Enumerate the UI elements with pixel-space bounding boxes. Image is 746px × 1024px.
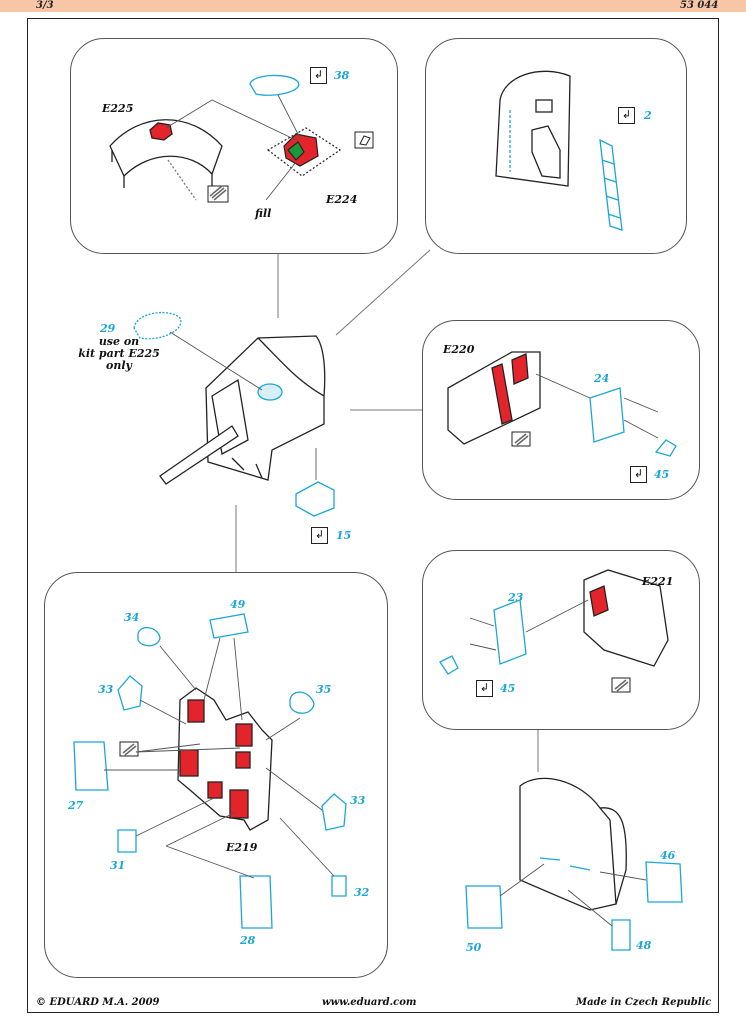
part-number-2: 2 xyxy=(644,109,652,122)
part-number-48: 48 xyxy=(636,939,652,952)
part-number-31: 31 xyxy=(110,859,126,872)
periscope-drawing xyxy=(266,127,342,177)
footer-copyright: © EDUARD M.A. 2009 xyxy=(36,997,160,1008)
side-plate-e220-drawing xyxy=(447,351,541,445)
part-number-50: 50 xyxy=(466,941,482,954)
part-number-27: 27 xyxy=(68,799,84,812)
label-e224: E224 xyxy=(326,193,358,206)
usage-note: use on kit part E225 only xyxy=(78,335,160,372)
part-number-46: 46 xyxy=(660,849,676,862)
part-number-33: 33 xyxy=(98,683,114,696)
part-number-38: 38 xyxy=(334,69,350,82)
etch-part-48 xyxy=(611,919,631,951)
turret-side-drawing xyxy=(495,70,571,187)
bend-arrow-icon: ↲ xyxy=(630,466,647,483)
etch-part-31 xyxy=(117,829,137,853)
sand-icon xyxy=(119,741,139,757)
part-number-24: 24 xyxy=(594,372,610,385)
part-number-15: 15 xyxy=(336,529,352,542)
etch-part-27 xyxy=(73,741,109,791)
etch-part-32 xyxy=(331,875,347,897)
turret-main-drawing xyxy=(159,335,326,485)
label-e220: E220 xyxy=(443,343,475,356)
header-bar xyxy=(0,0,746,12)
bend-arrow-icon: ↲ xyxy=(476,680,493,697)
etch-part-35 xyxy=(289,691,315,714)
bend-arrow-icon: ↲ xyxy=(311,527,328,544)
sand-icon xyxy=(611,677,631,693)
footer-website[interactable]: www.eduard.com xyxy=(322,997,417,1008)
page-number: 3/3 xyxy=(36,0,54,11)
hatch-cover-drawing xyxy=(109,119,223,201)
part-number-45: 45 xyxy=(500,682,516,695)
etch-part-49 xyxy=(209,613,249,639)
etch-part-46 xyxy=(645,861,683,903)
part-number-49: 49 xyxy=(230,598,246,611)
product-code: 53 044 xyxy=(680,0,719,11)
etch-part-50 xyxy=(465,885,503,929)
etch-part-38 xyxy=(249,74,300,96)
etch-part-28 xyxy=(239,875,273,929)
etch-part-29 xyxy=(133,311,182,340)
part-number-45: 45 xyxy=(654,468,670,481)
sand-icon xyxy=(207,185,229,203)
etch-ladder-2 xyxy=(599,138,623,231)
bend-arrow-icon: ↲ xyxy=(618,107,635,124)
sand-icon xyxy=(511,431,531,447)
part-number-23: 23 xyxy=(508,591,524,604)
label-fill: fill xyxy=(255,207,272,220)
label-e225: E225 xyxy=(102,102,134,115)
part-number-33: 33 xyxy=(350,794,366,807)
bend-arrow-icon: ↲ xyxy=(310,67,327,84)
etch-part-33 xyxy=(117,675,143,711)
side-plate-e221-drawing xyxy=(583,569,669,667)
rear-plate-e219-drawing xyxy=(177,687,273,831)
label-e219: E219 xyxy=(226,841,258,854)
etch-part-24 xyxy=(589,387,677,457)
etch-part-23 xyxy=(439,599,527,675)
footer-origin: Made in Czech Republic xyxy=(576,997,712,1008)
part-number-34: 34 xyxy=(124,611,140,624)
instruction-frame xyxy=(27,18,719,1013)
etch-part-15 xyxy=(295,481,335,517)
turret-rear-drawing xyxy=(519,777,627,911)
part-number-35: 35 xyxy=(316,683,332,696)
etch-part-34 xyxy=(137,627,161,647)
part-number-29: 29 xyxy=(100,322,116,335)
part-number-28: 28 xyxy=(240,934,256,947)
etch-part-33 xyxy=(321,793,347,831)
cut-icon xyxy=(354,131,374,149)
part-number-32: 32 xyxy=(354,886,370,899)
label-e221: E221 xyxy=(642,575,674,588)
